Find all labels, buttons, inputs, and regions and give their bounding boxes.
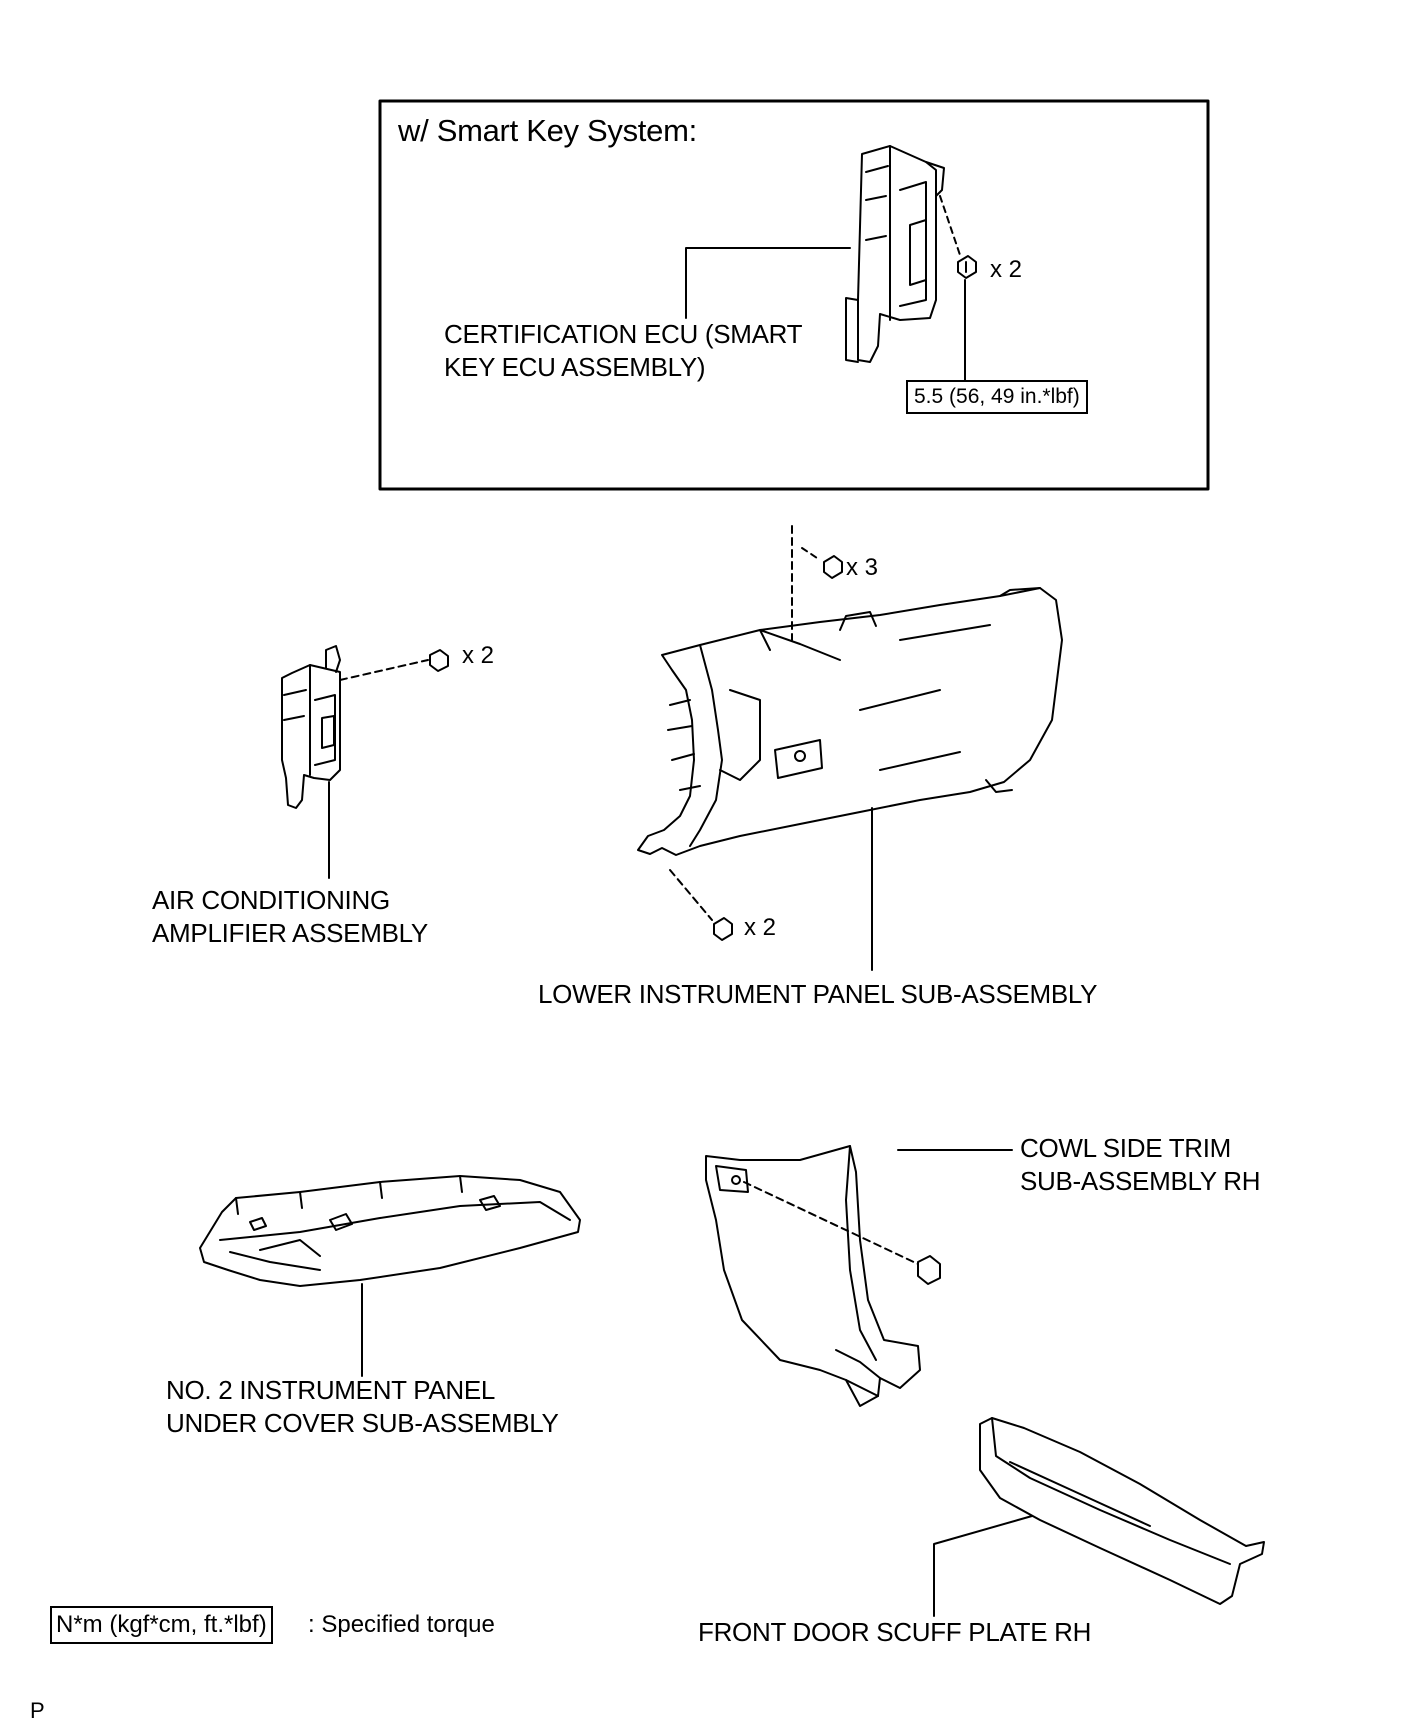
cowl-label-line2: SUB-ASSEMBLY RH bbox=[1020, 1166, 1261, 1196]
ac-amp-bolt-drawing bbox=[429, 649, 449, 672]
ecu-label-line2: KEY ECU ASSEMBLY) bbox=[444, 352, 706, 382]
footer-code: P bbox=[30, 1698, 45, 1723]
lower-panel-bottom-bolt-quantity: x 2 bbox=[744, 914, 777, 941]
scuff-leader bbox=[933, 1515, 1033, 1617]
scuff-plate-drawing bbox=[979, 1417, 1265, 1605]
under-cover-label-line1: NO. 2 INSTRUMENT PANEL bbox=[166, 1375, 496, 1405]
ecu-bolt-quantity: x 2 bbox=[990, 256, 1023, 283]
legend-description: : Specified torque bbox=[308, 1611, 495, 1638]
cowl-side-trim-drawing bbox=[705, 1145, 921, 1407]
legend-unit-box: N*m (kgf*cm, ft.*lbf) bbox=[50, 1606, 273, 1644]
certification-ecu-drawing bbox=[845, 145, 945, 363]
ac-amp-bolt-quantity: x 2 bbox=[462, 642, 495, 669]
ac-amp-label-line1: AIR CONDITIONING bbox=[152, 885, 390, 915]
under-cover-label-line2: UNDER COVER SUB-ASSEMBLY bbox=[166, 1408, 559, 1438]
ecu-bolt-drawing bbox=[957, 255, 977, 279]
inset-title: w/ Smart Key System: bbox=[398, 113, 697, 148]
torque-value-box: 5.5 (56, 49 in.*lbf) bbox=[906, 380, 1088, 414]
lower-instrument-panel-drawing bbox=[637, 587, 1063, 856]
lower-panel-bottom-bolt-drawing bbox=[713, 917, 733, 941]
cowl-clip-drawing bbox=[917, 1255, 941, 1285]
ac-amplifier-drawing bbox=[281, 645, 341, 809]
under-cover-drawing bbox=[199, 1175, 581, 1287]
lower-panel-top-bolt-drawing bbox=[823, 555, 843, 579]
inset-frame bbox=[378, 99, 1210, 491]
lower-panel-top-bolt-quantity: x 3 bbox=[846, 554, 879, 581]
ecu-leader bbox=[685, 247, 851, 319]
scuff-plate-label: FRONT DOOR SCUFF PLATE RH bbox=[698, 1617, 1092, 1647]
lower-panel-label: LOWER INSTRUMENT PANEL SUB-ASSEMBLY bbox=[538, 979, 1098, 1009]
ac-amp-label-line2: AMPLIFIER ASSEMBLY bbox=[152, 918, 428, 948]
ecu-label-line1: CERTIFICATION ECU (SMART bbox=[444, 319, 803, 349]
cowl-label-line1: COWL SIDE TRIM bbox=[1020, 1133, 1232, 1163]
